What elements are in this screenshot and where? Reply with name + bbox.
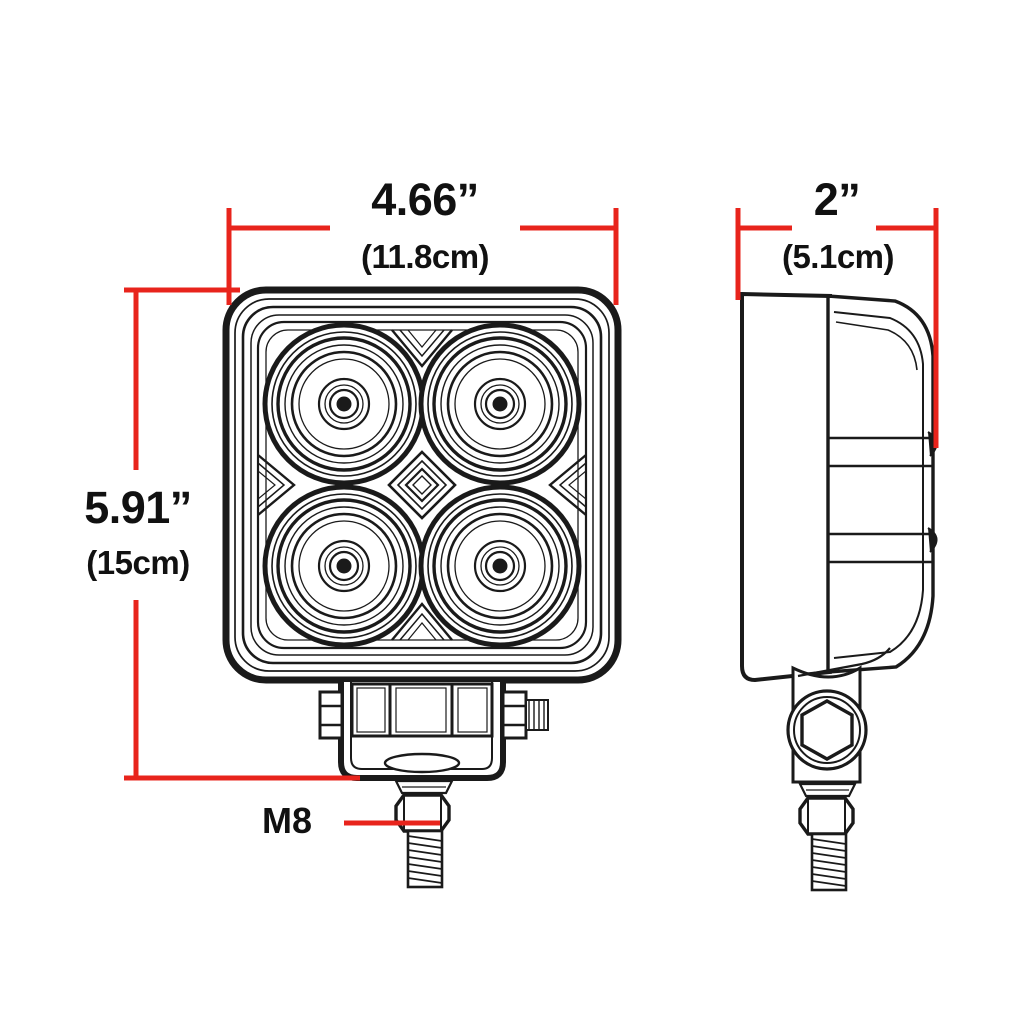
side-view-assembly: [740, 291, 938, 892]
led-optic-top-left: [265, 325, 423, 483]
dimension-lines: [124, 208, 939, 826]
height-dimension-metric: (15cm): [86, 544, 190, 581]
led-optic-top-right: [421, 325, 579, 483]
depth-dimension-leader: [735, 208, 939, 448]
width-dimension-metric: (11.8cm): [360, 238, 490, 275]
m8-thread-callout-label: M8: [262, 800, 313, 841]
width-dimension-inches: 4.66”: [371, 174, 479, 225]
led-optic-bottom-right: [421, 487, 579, 645]
height-dimension-leader: [124, 287, 360, 781]
led-optic-bottom-left: [265, 487, 423, 645]
bracket-bolt-left: [318, 690, 344, 740]
depth-dimension-inches: 2”: [813, 174, 861, 225]
front-m8-stud-assembly: [394, 779, 454, 889]
lens-facet-pattern: [258, 329, 586, 641]
height-dimension-inches: 5.91”: [84, 482, 192, 533]
bracket-bolt-right: [501, 690, 549, 740]
side-pivot-bracket: [786, 647, 891, 784]
front-mounting-bracket: [318, 682, 549, 781]
depth-dimension-metric: (5.1cm): [781, 238, 895, 275]
side-m8-stud-assembly: [798, 782, 857, 892]
